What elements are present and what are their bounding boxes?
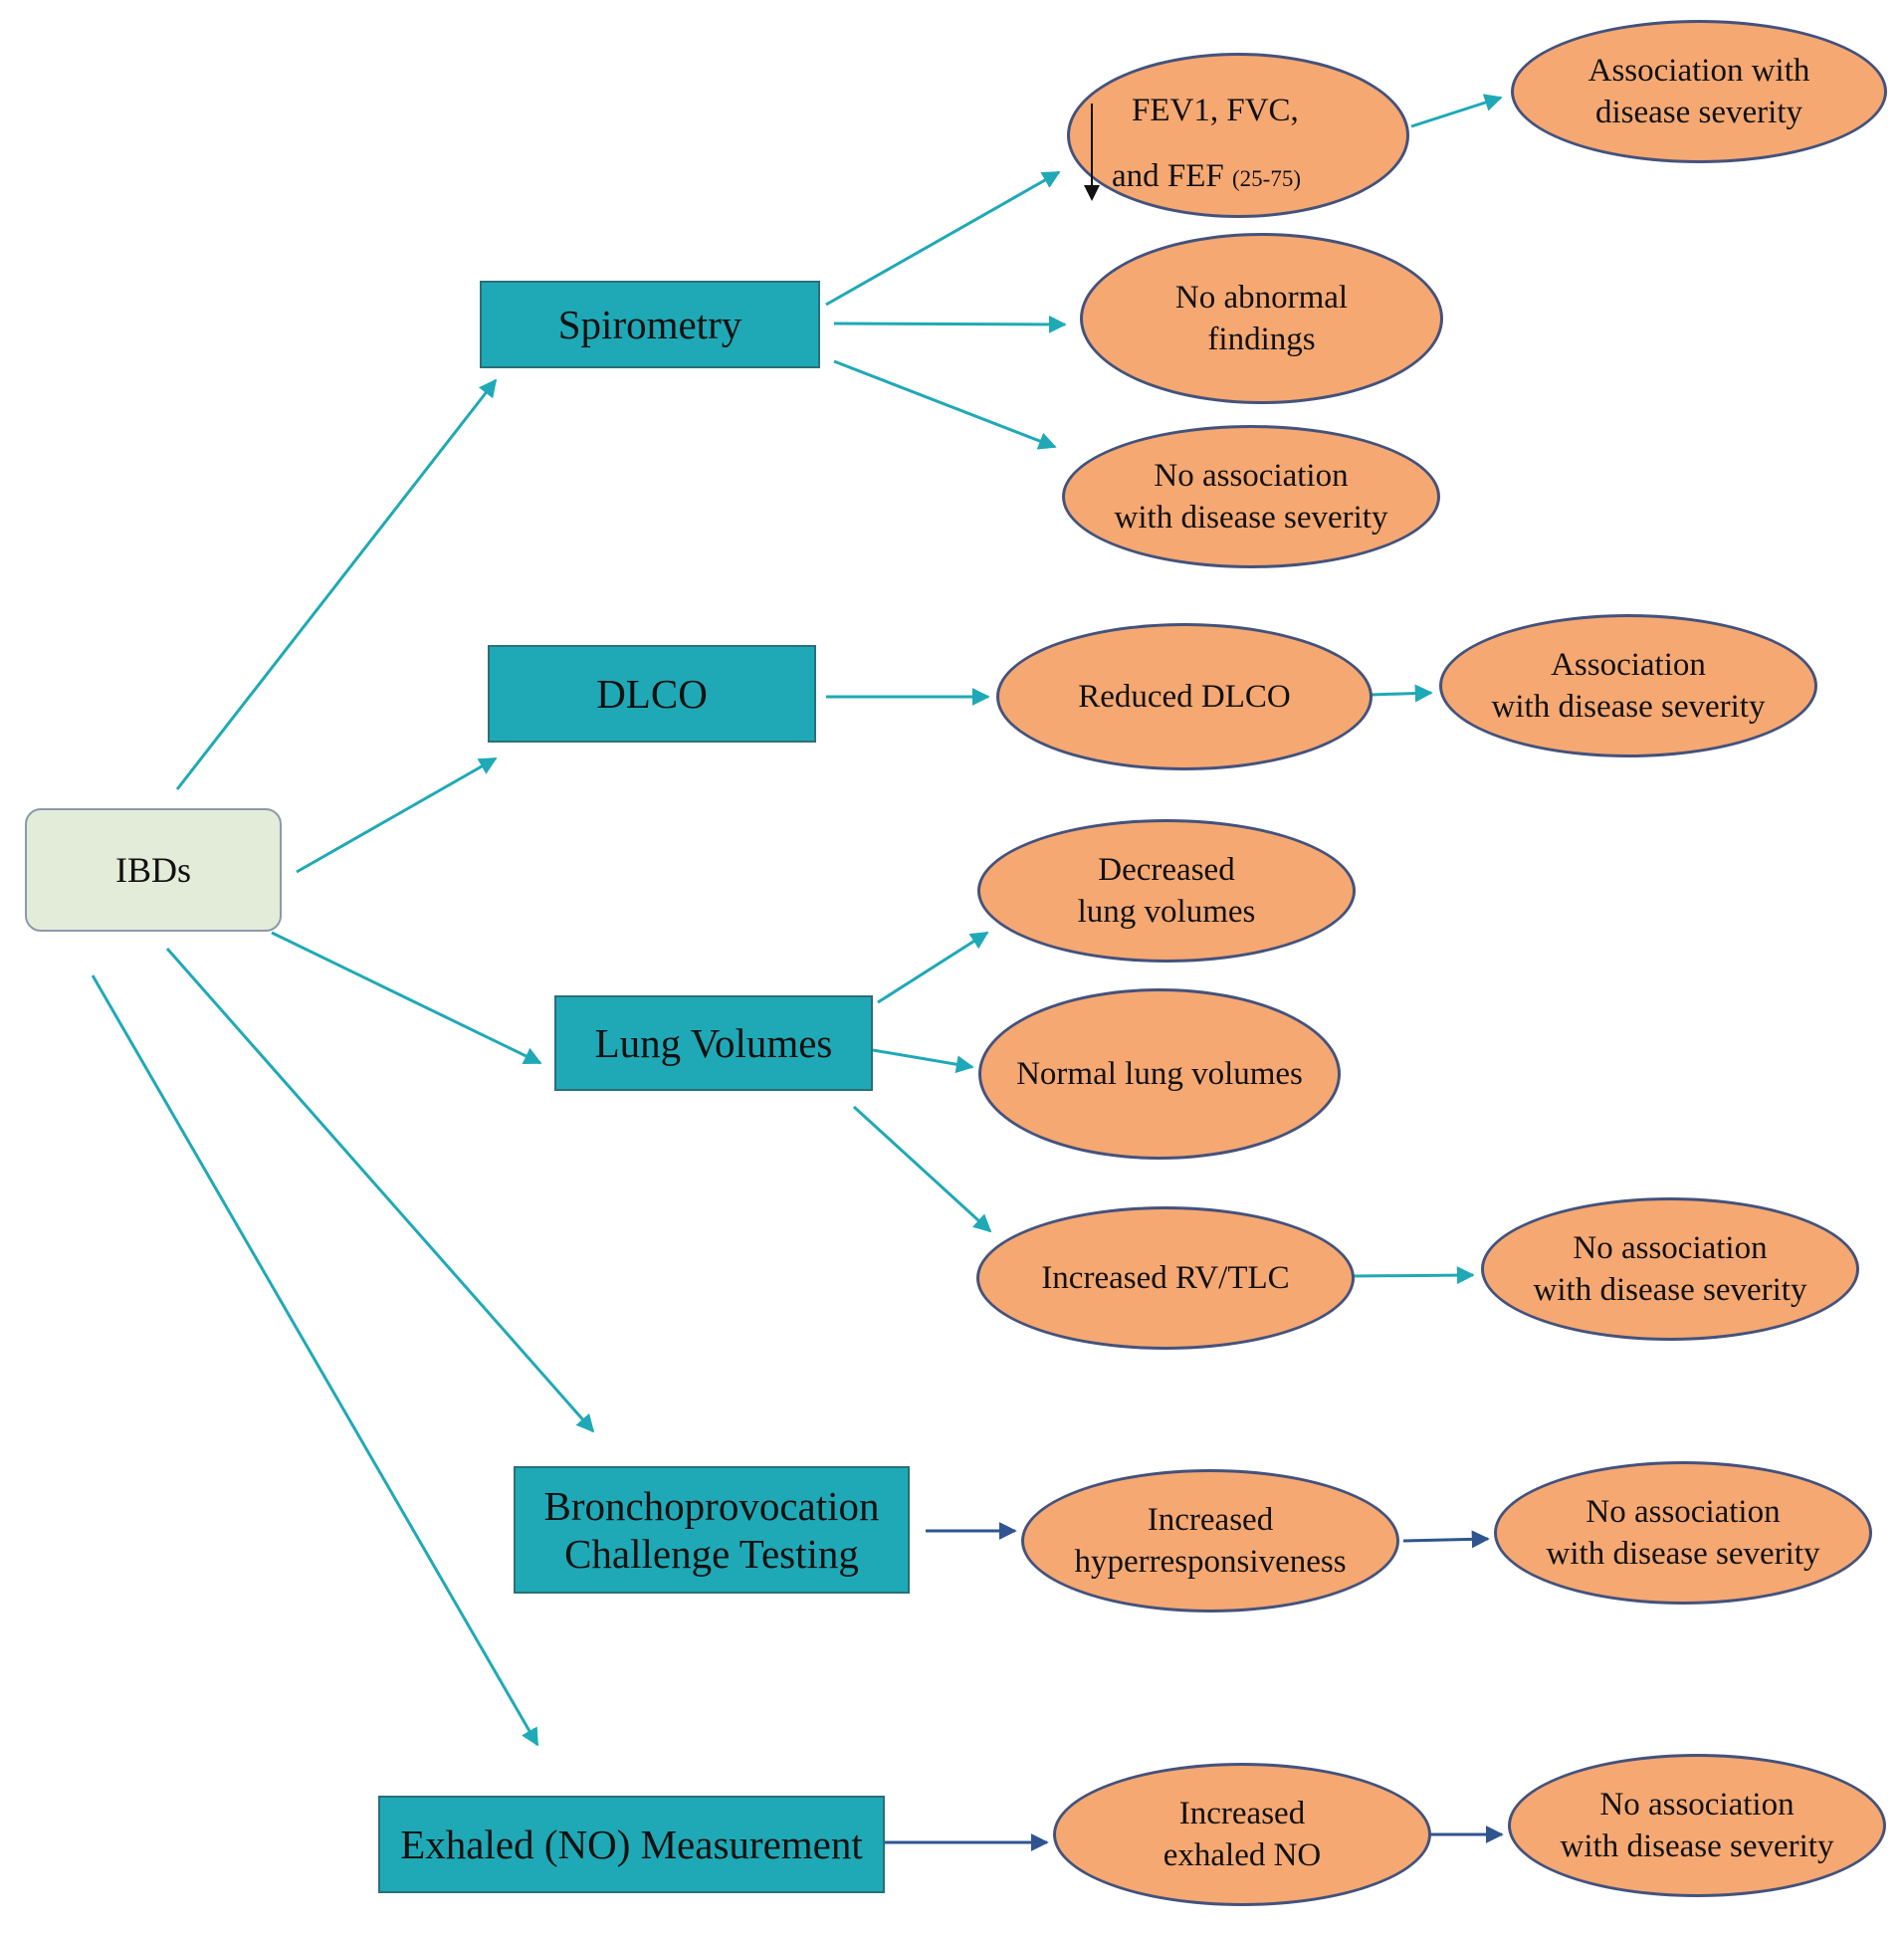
increased-hyperresponsiveness-oval: Increased hyperresponsiveness xyxy=(1021,1469,1399,1612)
ibds-to-spirometry-arrow xyxy=(175,378,498,790)
spirometry-to-no-association-arrow xyxy=(833,359,1057,450)
rv-tlc-to-no-association-arrow xyxy=(1353,1266,1475,1285)
exhaled-no-box: Exhaled (NO) Measurement xyxy=(378,1796,885,1893)
no-abnormal-line2: findings xyxy=(1207,322,1316,357)
fev-to-association-arrow xyxy=(1410,94,1503,128)
hyperresponsiveness-no-association-line2: with disease severity xyxy=(1546,1536,1820,1572)
ibds-to-dlco-arrow xyxy=(296,756,498,874)
lung-volumes-box: Lung Volumes xyxy=(554,995,873,1091)
fev-line2-text: and FEF xyxy=(1112,158,1224,194)
exhaled-no-no-association-line2: with disease severity xyxy=(1560,1828,1834,1864)
dlco-association-oval: Association with disease severity xyxy=(1439,614,1817,757)
fev-decrease-oval: FEV1, FVC, and FEF (25-75) xyxy=(1067,53,1409,218)
ibds-to-exhaled-no-arrow xyxy=(91,974,539,1747)
exhaled-no-no-association-oval: No association with disease severity xyxy=(1508,1754,1886,1897)
reduced-dlco-label: Reduced DLCO xyxy=(1078,678,1291,715)
spirometry-association-oval: Association with disease severity xyxy=(1511,20,1887,163)
ibds-to-lung-volumes-arrow xyxy=(271,931,542,1065)
increased-rv-tlc-oval: Increased RV/TLC xyxy=(976,1206,1355,1350)
dlco-box: DLCO xyxy=(488,645,816,743)
lung-volumes-to-normal-arrow xyxy=(872,1048,974,1074)
spirometry-association-line1: Association with xyxy=(1587,52,1810,89)
spirometry-label: Spirometry xyxy=(557,301,742,347)
rv-tlc-no-association-oval: No association with disease severity xyxy=(1481,1197,1859,1341)
dlco-association-line1: Association xyxy=(1551,646,1706,683)
fev-subscript: (25-75) xyxy=(1232,166,1301,191)
no-abnormal-findings-oval: No abnormal findings xyxy=(1080,233,1443,404)
hyperresponsiveness-no-association-oval: No association with disease severity xyxy=(1494,1461,1872,1605)
normal-lung-volumes-oval: Normal lung volumes xyxy=(978,988,1341,1160)
reduced-dlco-oval: Reduced DLCO xyxy=(996,623,1373,770)
increased-exhaled-no-line2: exhaled NO xyxy=(1163,1837,1322,1873)
ibds-label: IBDs xyxy=(114,850,191,890)
bronchoprovocation-label-line1: Bronchoprovocation xyxy=(543,1482,880,1529)
spirometry-association-line2: disease severity xyxy=(1594,95,1802,130)
spirometry-to-fev-arrow xyxy=(825,170,1061,307)
reduced-dlco-to-association-arrow xyxy=(1370,684,1433,703)
bronchoprovocation-label-line2: Challenge Testing xyxy=(564,1531,859,1577)
spirometry-no-association-line2: with disease severity xyxy=(1114,500,1388,536)
hyperresponsiveness-line1: Increased xyxy=(1147,1501,1274,1538)
dlco-label: DLCO xyxy=(596,670,708,717)
exhaled-no-no-association-line1: No association xyxy=(1599,1786,1795,1823)
rv-tlc-no-association-line2: with disease severity xyxy=(1533,1272,1807,1308)
decreased-lung-volumes-line1: Decreased xyxy=(1098,851,1235,888)
lung-volumes-to-rv-tlc-arrow xyxy=(852,1105,992,1233)
lung-volumes-to-decreased-arrow xyxy=(877,931,989,1004)
no-abnormal-line1: No abnormal xyxy=(1174,279,1349,316)
hyperresponsiveness-line2: hyperresponsiveness xyxy=(1074,1544,1347,1580)
spirometry-no-association-line1: No association xyxy=(1154,457,1349,494)
increased-exhaled-no-oval: Increased exhaled NO xyxy=(1053,1763,1431,1906)
spirometry-no-association-oval: No association with disease severity xyxy=(1062,425,1440,568)
bronchoprovocation-box: Bronchoprovocation Challenge Testing xyxy=(514,1466,910,1594)
ibds-to-bronchoprovocation-arrow xyxy=(165,948,595,1433)
fev-line2: and FEF (25-75) xyxy=(1112,155,1371,197)
fev-line1: FEV1, FVC, xyxy=(1132,93,1299,128)
decreased-lung-volumes-line2: lung volumes xyxy=(1077,894,1256,930)
spirometry-to-no-abnormal-arrow xyxy=(833,315,1067,333)
lung-volumes-label: Lung Volumes xyxy=(594,1019,833,1066)
normal-lung-volumes-label: Normal lung volumes xyxy=(1016,1055,1303,1092)
decreased-lung-volumes-oval: Decreased lung volumes xyxy=(977,819,1356,963)
ibds-node: IBDs xyxy=(25,808,282,932)
spirometry-box: Spirometry xyxy=(480,281,820,368)
dlco-association-line2: with disease severity xyxy=(1491,689,1766,725)
hyperresponsiveness-no-association-line1: No association xyxy=(1586,1493,1781,1530)
increased-rv-tlc-label: Increased RV/TLC xyxy=(1041,1259,1290,1296)
increased-exhaled-no-line1: Increased xyxy=(1178,1795,1306,1831)
rv-tlc-no-association-line1: No association xyxy=(1573,1229,1768,1266)
exhaled-no-label: Exhaled (NO) Measurement xyxy=(400,1821,863,1867)
hyperresponsiveness-to-no-association-arrow xyxy=(1402,1530,1490,1549)
down-arrow-icon xyxy=(1084,104,1100,201)
